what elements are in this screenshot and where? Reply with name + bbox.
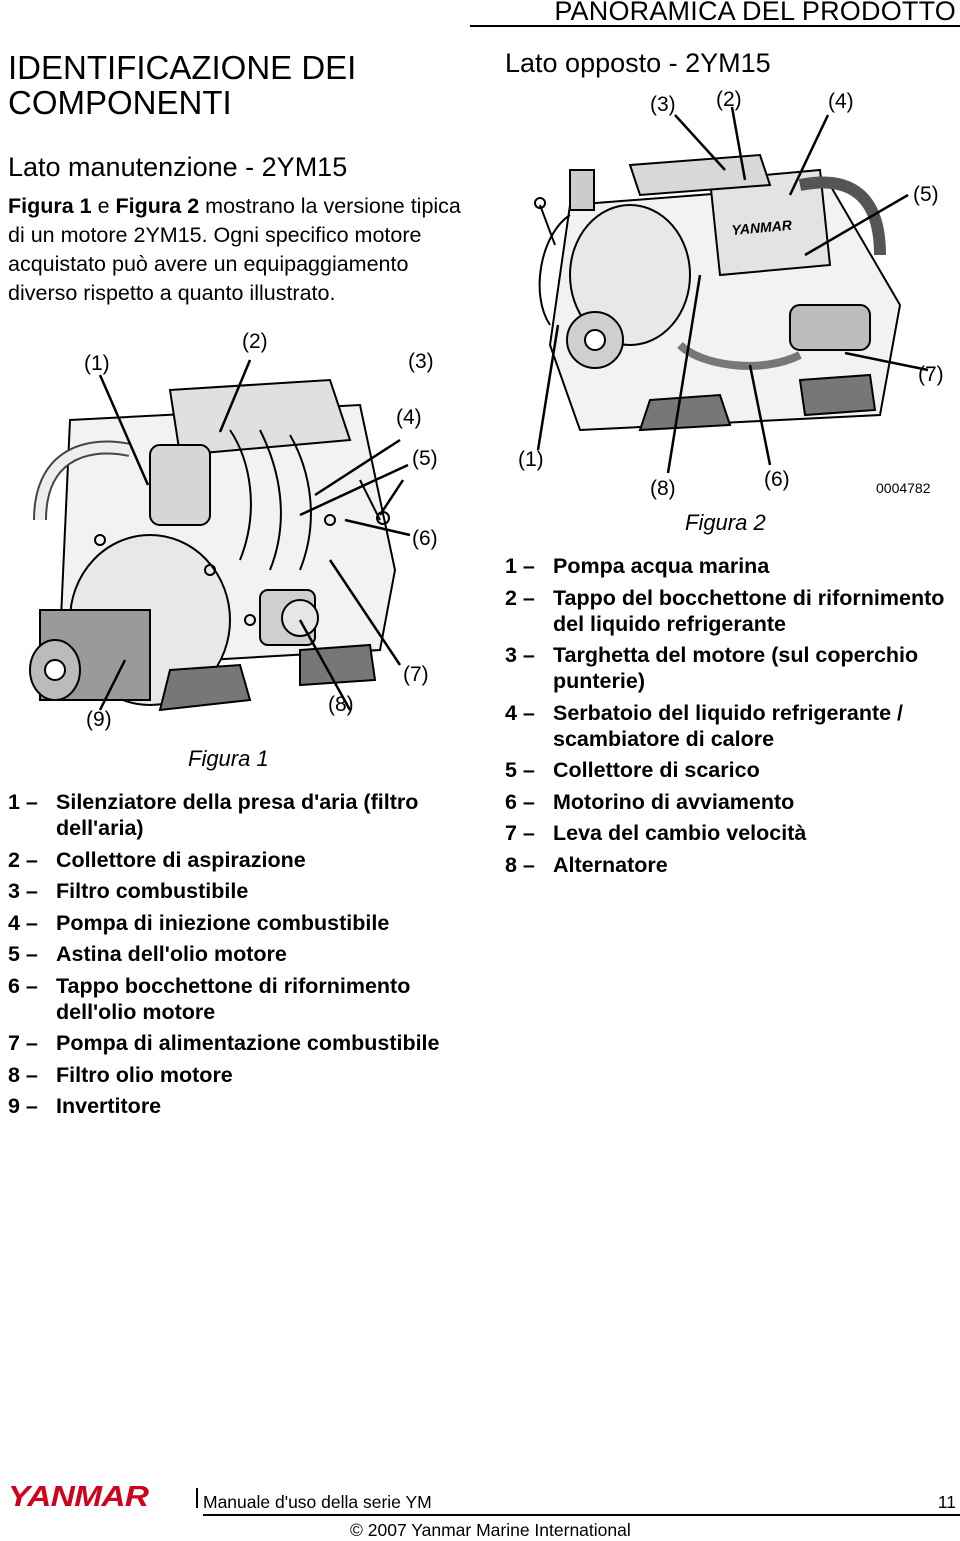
fig2-callout-6: (6) [764, 468, 790, 491]
legend-item: 2 –Collettore di aspirazione [8, 847, 306, 872]
legend-item: 5 –Collettore di scarico [505, 758, 760, 782]
engine-brand-plate: YANMAR [731, 217, 793, 238]
engine-opposite-side-illustration: YANMAR [534, 106, 929, 474]
engine-service-side-illustration [29, 359, 411, 712]
fig1-callout-8: (8) [328, 693, 354, 716]
legend-item: 7 –Pompa di alimentazione combustibile [8, 1031, 440, 1055]
footer-rule [203, 1514, 960, 1516]
intro-paragraph: Figura 1 e Figura 2 mostrano la versione… [8, 192, 468, 308]
left-subtitle: Lato manutenzione - 2YM15 [8, 152, 348, 182]
legend-item: 6 –Tappo bocchettone di rifornimento del… [8, 973, 411, 1024]
fig1-callout-2: (2) [242, 330, 268, 353]
figure-code: 0004782 [876, 480, 931, 496]
footer-manual-title: Manuale d'uso della serie YM [203, 1492, 432, 1512]
legend-item: 4 –Serbatoio del liquido refrigerante / … [505, 700, 904, 751]
legend-item: 8 –Filtro olio motore [8, 1062, 233, 1087]
fig2-callout-4: (4) [828, 90, 854, 113]
fig2-callout-8: (8) [650, 477, 676, 500]
legend-item: 3 –Targhetta del motore (sul coperchio p… [505, 643, 919, 693]
intro-and: e [91, 194, 116, 218]
intro-fig1-ref: Figura 1 [8, 194, 92, 218]
fig1-callout-6: (6) [412, 527, 438, 550]
legend-item: 9 –Invertitore [8, 1094, 162, 1118]
legend-item: 1 –Pompa acqua marina [505, 554, 770, 578]
intro-fig2-ref: Figura 2 [115, 194, 200, 218]
fig2-callout-2: (2) [716, 88, 742, 111]
header-rule [470, 25, 960, 27]
fig2-callout-3: (3) [650, 93, 676, 116]
legend-item: 2 –Tappo del bocchettone di rifornimento… [505, 585, 945, 636]
legend-item: 5 –Astina dell'olio motore [8, 942, 287, 966]
legend-item: 8 –Alternatore [505, 852, 668, 877]
fig1-callout-1: (1) [84, 352, 110, 375]
figure-2-legend: 1 –Pompa acqua marina 2 –Tappo del bocch… [505, 553, 957, 883]
yanmar-logo: YANMAR [8, 1481, 149, 1513]
fig1-callout-9: (9) [86, 708, 112, 731]
copyright: © 2007 Yanmar Marine International [350, 1520, 631, 1540]
figure-2: YANMAR (3) (2) (4) (5) (7) (1) (8) (6) 0… [500, 85, 960, 505]
figure-1: (1) (2) (3) (4) (5) (6) (7) (8) (9) [0, 320, 480, 760]
fig2-callout-7: (7) [918, 363, 944, 386]
section-title: PANORAMICA DEL PRODOTTO [554, 0, 956, 26]
fig2-callout-5: (5) [913, 183, 939, 206]
right-subtitle: Lato opposto - 2YM15 [505, 48, 771, 78]
fig1-callout-4: (4) [396, 406, 422, 429]
fig1-callout-5: (5) [412, 447, 438, 470]
fig2-callout-1: (1) [518, 448, 544, 471]
legend-item: 4 –Pompa di iniezione combustibile [8, 910, 390, 935]
page-number: 11 [937, 1492, 956, 1512]
legend-item: 3 –Filtro combustibile [8, 879, 249, 903]
footer-separator [196, 1488, 198, 1508]
fig1-callout-7: (7) [403, 663, 429, 686]
page-title: IDENTIFICAZIONE DEI COMPONENTI [8, 49, 357, 121]
legend-item: 7 –Leva del cambio velocità [505, 821, 807, 845]
legend-item: 1 –Silenziatore della presa d'aria (filt… [8, 790, 419, 840]
intro-text: mostrano la versione tipica di un motore… [8, 194, 461, 305]
legend-item: 6 –Motorino di avviamento [505, 789, 795, 814]
figure-1-caption: Figura 1 [188, 746, 269, 771]
figure-1-legend: 1 –Silenziatore della presa d'aria (filt… [8, 789, 468, 1125]
fig1-callout-3: (3) [408, 350, 434, 373]
figure-2-caption: Figura 2 [685, 510, 766, 535]
